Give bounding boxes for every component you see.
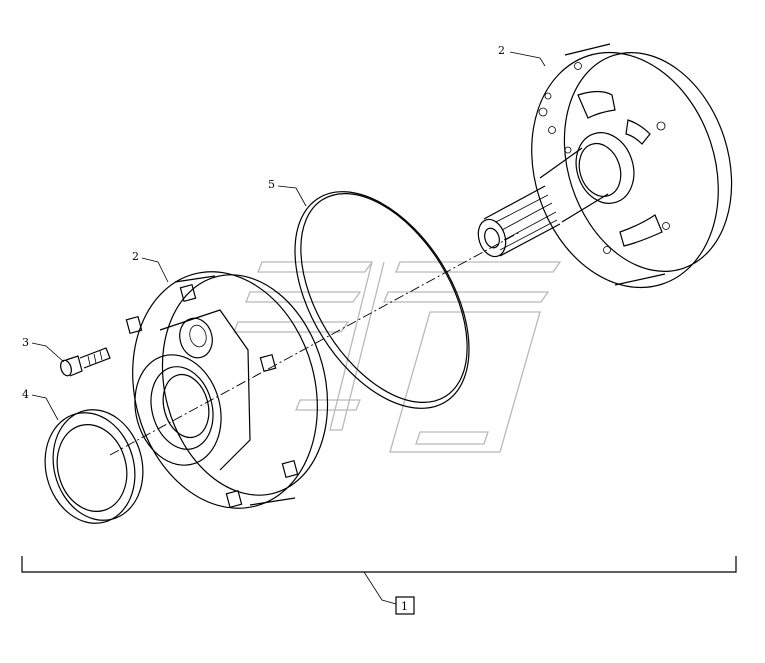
callout-oil-seal: 4 (22, 388, 29, 401)
assembly-axis-line (109, 231, 521, 456)
callout-pump-body-rear: 2 (498, 44, 505, 57)
seal-ring (294, 191, 470, 409)
callout-bolt: 3 (22, 336, 29, 349)
pump-body-front (125, 271, 329, 509)
assembly-bracket (21, 556, 737, 615)
bolt (60, 347, 111, 377)
leader-lines (31, 51, 546, 421)
oil-seal (44, 409, 144, 524)
callout-seal-ring: 5 (268, 178, 275, 191)
callout-pump-body-front: 2 (132, 250, 139, 263)
callout-assembly: 1 (401, 600, 408, 613)
watermark-logo (233, 261, 562, 453)
pump-body-rear (477, 43, 733, 289)
